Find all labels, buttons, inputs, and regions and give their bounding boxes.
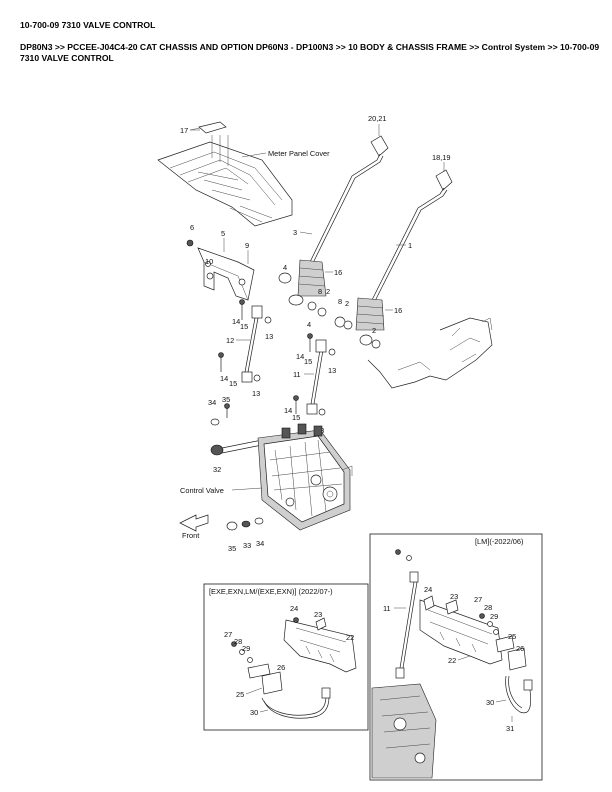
- callout-18-19: 18,19: [432, 153, 451, 162]
- callout-r26: 26: [516, 644, 524, 653]
- inset-right: [369, 533, 543, 781]
- callout-r22: 22: [448, 656, 456, 665]
- callout-33: 33: [243, 541, 251, 550]
- callout-r31: 31: [506, 724, 514, 733]
- inset-left-title: [EXE,EXN,LM/(EXE,EXN)] (2022/07-): [209, 587, 333, 596]
- callout-l22: 22: [346, 633, 354, 642]
- callout-17: 17: [180, 126, 188, 135]
- callout-r27: 27: [474, 595, 482, 604]
- knob-17: [189, 121, 229, 166]
- callout-2c: 2: [372, 326, 376, 335]
- callout-5: 5: [221, 229, 225, 238]
- callout-13b: 13: [252, 389, 260, 398]
- front-arrow-icon: [179, 514, 209, 532]
- callout-32: 32: [213, 465, 221, 474]
- callout-10: 10: [205, 257, 213, 266]
- callout-l23: 23: [314, 610, 322, 619]
- breadcrumb: DP80N3 >> PCCEE-J04C4-20 CAT CHASSIS AND…: [20, 42, 600, 63]
- callout-r25: 25: [508, 632, 516, 641]
- callout-14d: 14: [284, 406, 292, 415]
- control-valve: [257, 423, 353, 531]
- lever-1: [334, 169, 453, 349]
- callout-15d: 15: [292, 413, 300, 422]
- callout-8a: 8: [318, 287, 322, 296]
- callout-2a: 2: [326, 287, 330, 296]
- callout-14b: 14: [220, 374, 228, 383]
- label-control-valve: Control Valve: [180, 486, 224, 495]
- callout-r28: 28: [484, 603, 492, 612]
- callout-15c: 15: [304, 357, 312, 366]
- callout-15a: 15: [240, 322, 248, 331]
- callout-13a: 13: [265, 332, 273, 341]
- callout-r23: 23: [450, 592, 458, 601]
- callout-l26: 26: [277, 663, 285, 672]
- callout-r30: 30: [486, 698, 494, 707]
- fasteners-upper: [210, 403, 263, 456]
- callout-l29: 29: [242, 644, 250, 653]
- callout-15b: 15: [229, 379, 237, 388]
- callout-9: 9: [245, 241, 249, 250]
- callout-11: 11: [293, 370, 301, 379]
- callout-4b: 4: [307, 320, 311, 329]
- callout-l30: 30: [250, 708, 258, 717]
- callout-l28: 28: [234, 637, 242, 646]
- callout-35a: 35: [222, 395, 230, 404]
- callout-1: 1: [408, 241, 412, 250]
- chassis-frame: [367, 317, 493, 389]
- callout-14c: 14: [296, 352, 304, 361]
- callout-20-21: 20,21: [368, 114, 387, 123]
- meter-panel-cover: [157, 141, 293, 227]
- callout-r11: 11: [383, 604, 391, 613]
- inset-right-title: [LM](-2022/06): [475, 537, 523, 546]
- rod-12: [218, 299, 272, 383]
- bracket-5: [186, 239, 255, 301]
- callout-34b: 34: [256, 539, 264, 548]
- lever-3: [278, 135, 389, 306]
- fasteners-lower: [226, 517, 264, 531]
- callout-r29: 29: [490, 612, 498, 621]
- callout-3: 3: [293, 228, 297, 237]
- callout-8b: 8: [338, 297, 342, 306]
- callout-l24: 24: [290, 604, 298, 613]
- page-title: 10-700-09 7310 VALVE CONTROL: [20, 20, 156, 30]
- callout-13c: 13: [328, 366, 336, 375]
- callout-35b: 35: [228, 544, 236, 553]
- callout-34a: 34: [208, 398, 216, 407]
- callout-12: 12: [226, 336, 234, 345]
- callout-16b: 16: [394, 306, 402, 315]
- callout-r24: 24: [424, 585, 432, 594]
- inset-left: [203, 583, 369, 731]
- label-meter-panel-cover: Meter Panel Cover: [268, 149, 330, 158]
- callout-14a: 14: [232, 317, 240, 326]
- callout-4a: 4: [283, 263, 287, 272]
- callout-l27: 27: [224, 630, 232, 639]
- callout-16a: 16: [334, 268, 342, 277]
- label-front: Front: [182, 531, 199, 540]
- callout-l25: 25: [236, 690, 244, 699]
- rod-11: [293, 333, 336, 416]
- callout-2b: 2: [345, 299, 349, 308]
- callout-6: 6: [190, 223, 194, 232]
